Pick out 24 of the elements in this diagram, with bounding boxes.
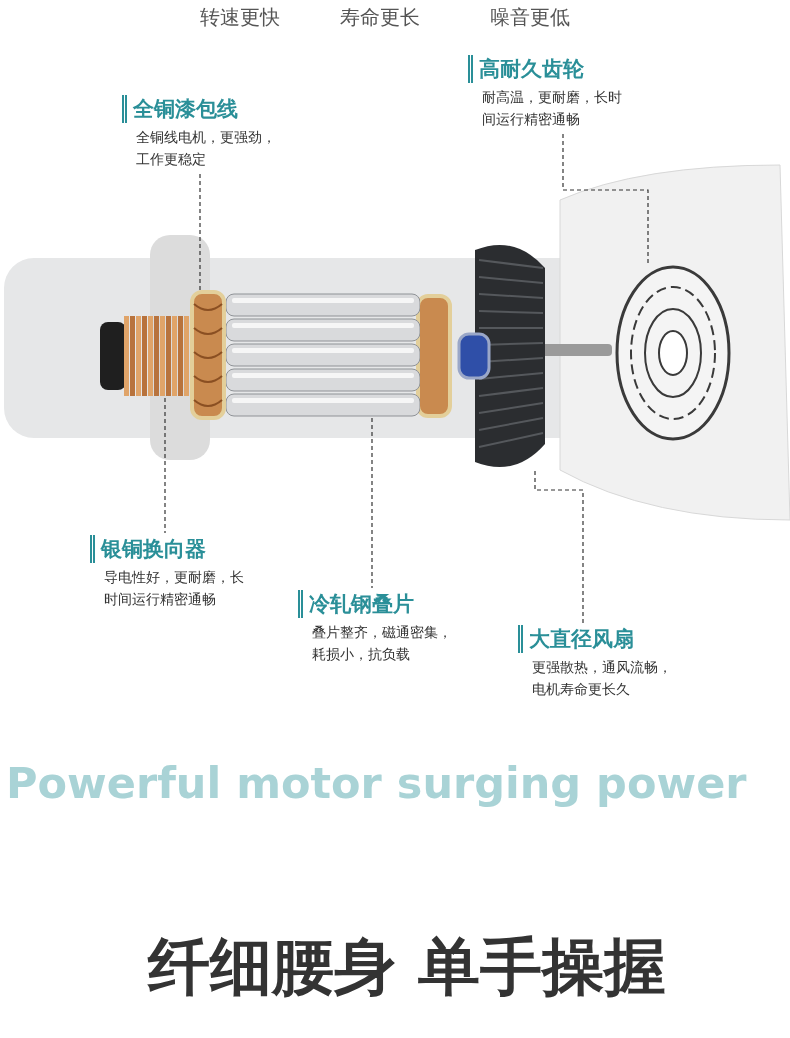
callout-heading: 大直径风扇: [518, 625, 634, 653]
callout-text: 耐高温，更耐磨，长时间运行精密通畅: [482, 88, 623, 129]
leader-line: [164, 397, 166, 534]
callout-heading: 全铜漆包线: [122, 95, 238, 123]
leader-line: [562, 133, 649, 265]
callout-heading: 高耐久齿轮: [468, 55, 584, 83]
callout-heading: 冷轧钢叠片: [298, 590, 414, 618]
callout-text: 更强散热，通风流畅，电机寿命更长久: [532, 658, 673, 699]
callout-text: 叠片整齐，磁通密集，耗损小，抗负载: [312, 623, 453, 664]
copper-winding: [190, 290, 226, 420]
callout-heading: 银铜换向器: [90, 535, 206, 563]
tagline: 噪音更低: [490, 4, 570, 31]
leader-line: [371, 417, 373, 589]
tagline: 寿命更长: [340, 4, 420, 31]
callout-text: 导电性好，更耐磨，长时间运行精密通畅: [104, 568, 245, 609]
section-heading: 纤细腰身 单手操握: [148, 929, 666, 1005]
leader-line: [199, 173, 201, 291]
callout-text: 全铜线电机，更强劲，工作更稳定: [136, 128, 277, 169]
lamination-stack: [226, 292, 420, 418]
tagline: 转速更快: [200, 4, 280, 31]
leader-line: [534, 469, 584, 624]
gear: [614, 264, 732, 442]
slogan-text: Powerful motor surging power: [6, 758, 747, 808]
commutator: [100, 314, 192, 398]
